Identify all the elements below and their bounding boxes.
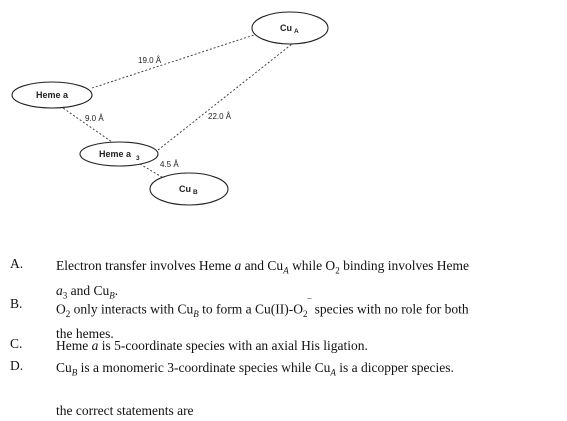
node-cu-b-sub: B bbox=[193, 189, 198, 196]
option-a-text: Electron transfer involves Heme a and Cu… bbox=[56, 258, 470, 301]
question-footer: the correct statements are bbox=[56, 403, 194, 418]
distance-heme-a3-cu-a: 22.0 Å bbox=[208, 112, 232, 121]
node-cu-a-sub: A bbox=[294, 28, 299, 35]
node-heme-a-label: Heme a bbox=[36, 90, 69, 100]
node-cu-a-label: Cu bbox=[280, 23, 292, 33]
option-c-text: Heme a is 5-coordinate species with an a… bbox=[56, 338, 368, 353]
distance-heme-a-heme-a3: 9.0 Å bbox=[85, 114, 104, 123]
distance-heme-a3-cu-b: 4.5 Å bbox=[160, 160, 179, 169]
edge-heme-a3-cu-a bbox=[157, 43, 293, 151]
option-b-text: O2 only interacts with CuB to form a Cu(… bbox=[56, 299, 469, 342]
option-b-letter: B. bbox=[10, 296, 23, 311]
option-d-text: CuB is a monomeric 3-coordinate species … bbox=[56, 360, 454, 378]
node-heme-a3-label: Heme a bbox=[99, 149, 132, 159]
node-heme-a: Heme a bbox=[11, 81, 93, 109]
node-heme-a3-sub: 3 bbox=[136, 155, 140, 162]
option-d-letter: D. bbox=[10, 358, 24, 373]
distance-heme-a-cu-a: 19.0 Å bbox=[138, 56, 162, 65]
edge-heme-a-heme-a3 bbox=[59, 105, 113, 143]
node-heme-a3: Heme a 3 bbox=[79, 141, 159, 167]
option-c-letter: C. bbox=[10, 336, 23, 351]
node-cu-b: Cu B bbox=[149, 172, 229, 206]
node-cu-a: Cu A bbox=[251, 11, 329, 45]
option-a-letter: A. bbox=[10, 256, 24, 271]
node-cu-b-label: Cu bbox=[179, 184, 191, 194]
edge-heme-a-cu-a bbox=[91, 34, 255, 89]
cytochrome-oxidase-diagram: Heme a Heme a 3 Cu A Cu B 19.0 Å 9.0 Å 2… bbox=[11, 11, 329, 206]
